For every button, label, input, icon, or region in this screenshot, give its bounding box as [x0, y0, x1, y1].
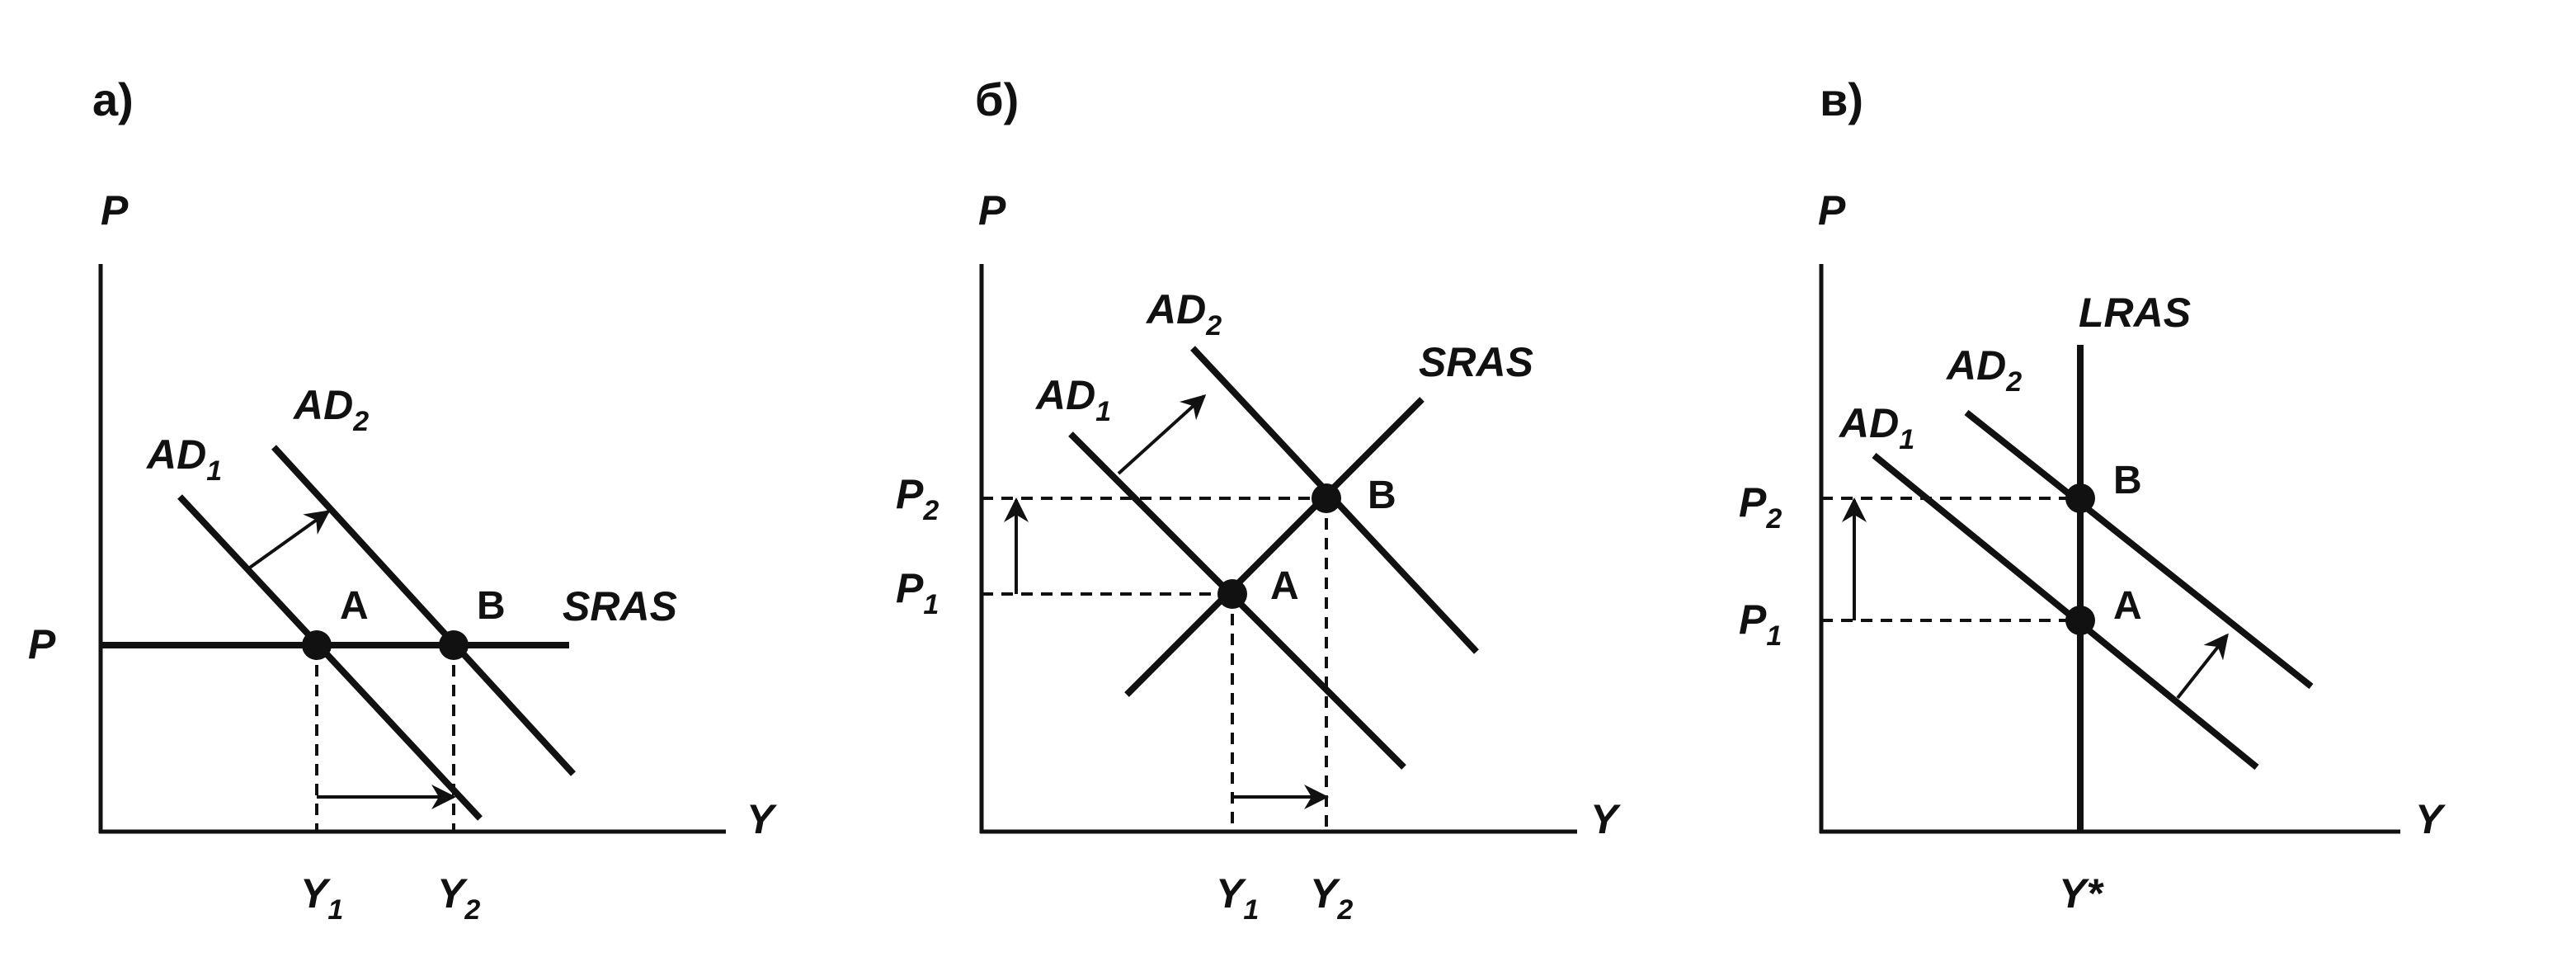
panel-b-ad1-label: AD1 [1034, 372, 1111, 427]
panel-c-point-a-label: A [2113, 584, 2142, 628]
panel-c-p2-label: P2 [1739, 479, 1782, 535]
panel-c-lras-label: LRAS [2079, 290, 2191, 336]
panel-a-point-b-label: B [477, 584, 506, 628]
panel-a-point-a-label: A [340, 584, 369, 628]
panel-a-x-axis-label: Y [746, 796, 778, 842]
panel-a-y1-label: Y1 [300, 870, 343, 926]
panel-c-ad2-label: AD2 [1945, 342, 2022, 398]
panel-a: а) P Y P SRAS AD1 AD2 A B Y1 Y2 [28, 73, 778, 926]
panel-b-x-axis-label: Y [1590, 796, 1622, 842]
panel-b-y-axis-label: P [978, 187, 1006, 233]
panel-b-y1-label: Y1 [1216, 870, 1259, 926]
panel-c-ad1-label: AD1 [1838, 400, 1914, 455]
panel-c: в) P Y LRAS AD1 AD2 A B P2 P1 Y* [1739, 73, 2446, 917]
panel-b-point-b-label: B [1368, 474, 1396, 517]
panel-b-title: б) [975, 73, 1019, 125]
panel-b-sras-line [1124, 397, 1425, 697]
panel-c-p1-label: P1 [1739, 596, 1782, 652]
panel-a-y2-label: Y2 [437, 870, 480, 926]
panel-b-p1-label: P1 [896, 565, 939, 620]
panel-a-y-axis-label: P [101, 187, 129, 233]
panel-c-ad-shift-arrow [2176, 633, 2229, 700]
panel-b-y2-label: Y2 [1310, 870, 1353, 926]
panel-a-ad-shift-arrow [246, 510, 331, 571]
panel-a-title: а) [92, 73, 134, 125]
panel-a-ad2-label: AD2 [292, 382, 369, 437]
panel-c-y-axis-label: P [1818, 187, 1846, 233]
panel-c-point-b-label: B [2113, 459, 2142, 502]
panel-a-ad1-line [177, 494, 483, 821]
panel-a-ad2-line [271, 445, 576, 776]
panel-b-ad-shift-arrow [1117, 394, 1207, 475]
panel-b-ad2-label: AD2 [1145, 286, 1222, 342]
panel-b-point-a-label: A [1270, 564, 1299, 608]
panel-c-ad1-line [1872, 452, 2259, 771]
panel-b: б) P Y SRAS AD1 AD2 A B P2 P1 Y1 Y2 [896, 73, 1622, 926]
panel-c-title: в) [1820, 73, 1863, 125]
panel-b-sras-label: SRAS [1419, 339, 1533, 385]
panel-a-price-label: P [28, 621, 56, 667]
panel-c-y-star-label: Y* [2059, 870, 2104, 917]
panel-a-ad1-label: AD1 [145, 431, 222, 487]
panel-b-p2-label: P2 [896, 471, 939, 526]
panel-a-sras-label: SRAS [563, 583, 677, 629]
panel-c-ad2-line [1964, 409, 2314, 690]
panel-c-x-axis-label: Y [2415, 796, 2446, 842]
